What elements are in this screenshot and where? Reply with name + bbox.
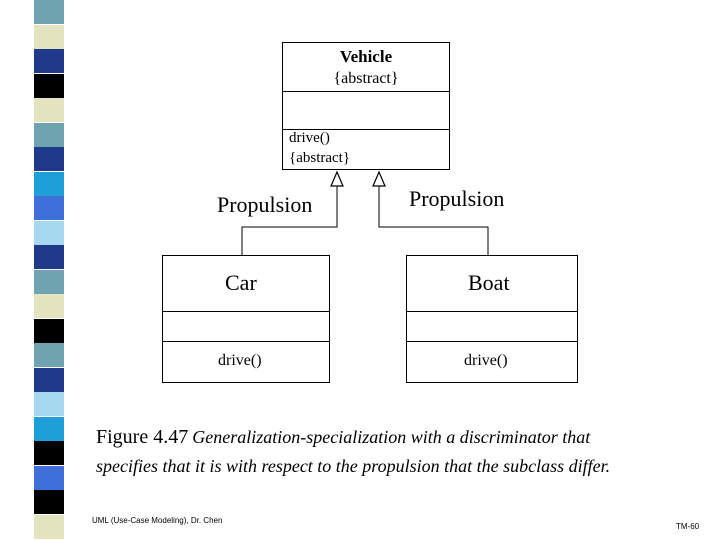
footer-page-number: TM-60 bbox=[676, 522, 700, 531]
strip-square bbox=[34, 514, 64, 539]
strip-square bbox=[34, 465, 64, 490]
car-class-name: Car bbox=[225, 270, 257, 295]
boat-attributes-compartment bbox=[407, 311, 577, 312]
vehicle-attributes-compartment bbox=[283, 91, 449, 92]
strip-square bbox=[34, 318, 64, 343]
boat-class-box bbox=[406, 255, 578, 383]
car-operations-compartment bbox=[163, 341, 329, 342]
vehicle-operations-compartment bbox=[283, 129, 449, 130]
strip-square bbox=[34, 73, 64, 98]
strip-square bbox=[34, 49, 64, 73]
strip-square bbox=[34, 171, 64, 196]
strip-square bbox=[34, 122, 64, 147]
decorative-color-strip bbox=[0, 0, 64, 540]
figure-caption-line1: Figure 4.47 Generalization-specializatio… bbox=[96, 426, 590, 449]
strip-square bbox=[34, 196, 64, 220]
boat-class-name: Boat bbox=[468, 270, 510, 295]
strip-square bbox=[34, 392, 64, 416]
car-attributes-compartment bbox=[163, 311, 329, 312]
vehicle-class-box bbox=[282, 42, 450, 170]
strip-square bbox=[34, 416, 64, 441]
left-generalization-arrowhead bbox=[330, 170, 344, 187]
footer-course-title: UML (Use-Case Modeling), Dr. Chen bbox=[92, 516, 223, 525]
strip-square bbox=[34, 0, 64, 24]
strip-square bbox=[34, 490, 64, 514]
figure-caption-line2: specifies that it is with respect to the… bbox=[96, 456, 611, 476]
strip-square bbox=[34, 24, 64, 49]
vehicle-stereotype: {abstract} bbox=[333, 70, 399, 87]
vehicle-operation-name: drive() bbox=[289, 130, 330, 146]
car-operation: drive() bbox=[218, 352, 262, 369]
right-generalization-line bbox=[378, 186, 489, 255]
strip-square bbox=[34, 269, 64, 294]
left-discriminator-label: Propulsion bbox=[217, 192, 313, 217]
strip-square bbox=[34, 367, 64, 392]
strip-square bbox=[34, 245, 64, 269]
strip-square bbox=[34, 220, 64, 245]
boat-operations-compartment bbox=[407, 341, 577, 342]
right-generalization-arrowhead bbox=[372, 170, 386, 187]
strip-square bbox=[34, 294, 64, 318]
vehicle-operation-stereotype: {abstract} bbox=[289, 150, 351, 166]
strip-square bbox=[34, 441, 64, 465]
boat-operation: drive() bbox=[464, 352, 508, 369]
figure-caption-text: Generalization-specialization with a dis… bbox=[192, 427, 591, 447]
left-generalization-line bbox=[241, 186, 338, 255]
strip-square bbox=[34, 343, 64, 367]
figure-label: Figure 4.47 bbox=[96, 426, 189, 448]
vehicle-class-name: Vehicle bbox=[339, 47, 393, 66]
strip-square bbox=[34, 147, 64, 171]
strip-square bbox=[34, 98, 64, 122]
car-class-box bbox=[162, 255, 330, 383]
right-discriminator-label: Propulsion bbox=[409, 186, 505, 211]
